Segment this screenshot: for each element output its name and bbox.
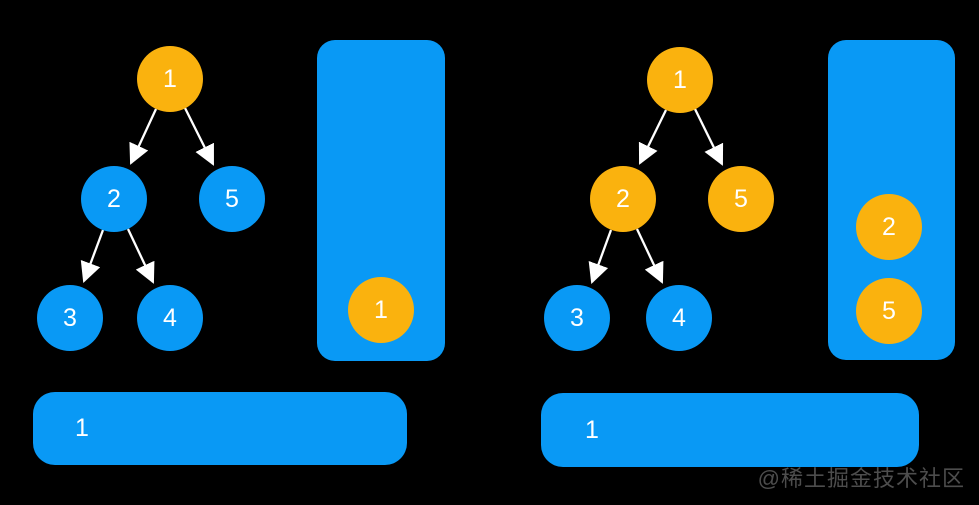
left-stack-item-1: 1 xyxy=(348,277,414,343)
left-tree-node-3: 3 xyxy=(37,285,103,351)
left-output-bar: 1 xyxy=(33,392,407,465)
right-output-item-1: 1 xyxy=(585,415,599,444)
edge-arrow-right-2-4 xyxy=(635,228,664,284)
edge-arrow-left-2-4 xyxy=(126,228,155,284)
left-tree-node-4: 4 xyxy=(137,285,203,351)
watermark-text: @稀土掘金技术社区 xyxy=(757,466,965,491)
edge-arrow-left-1-5 xyxy=(183,107,215,166)
edge-arrow-right-1-2 xyxy=(638,109,668,165)
left-tree-node-2: 2 xyxy=(81,166,147,232)
left-tree-node-5: 5 xyxy=(199,166,265,232)
right-output-bar: 1 xyxy=(541,393,919,467)
right-tree-node-2: 2 xyxy=(590,166,656,232)
edge-arrow-left-1-2 xyxy=(129,108,158,165)
right-stack-panel: 2 5 xyxy=(828,40,955,360)
right-tree-node-4: 4 xyxy=(646,285,712,351)
left-tree-node-1: 1 xyxy=(137,46,203,112)
left-stack-panel: 1 xyxy=(317,40,445,361)
right-stack-item-5: 5 xyxy=(856,278,922,344)
right-tree-node-1: 1 xyxy=(647,47,713,113)
edge-arrow-right-2-3 xyxy=(588,229,613,284)
right-tree-node-3: 3 xyxy=(544,285,610,351)
edge-arrow-right-1-5 xyxy=(693,108,724,166)
right-tree-node-5: 5 xyxy=(708,166,774,232)
edge-arrow-left-2-3 xyxy=(80,229,105,283)
left-output-item-1: 1 xyxy=(75,414,89,442)
right-stack-item-2: 2 xyxy=(856,194,922,260)
